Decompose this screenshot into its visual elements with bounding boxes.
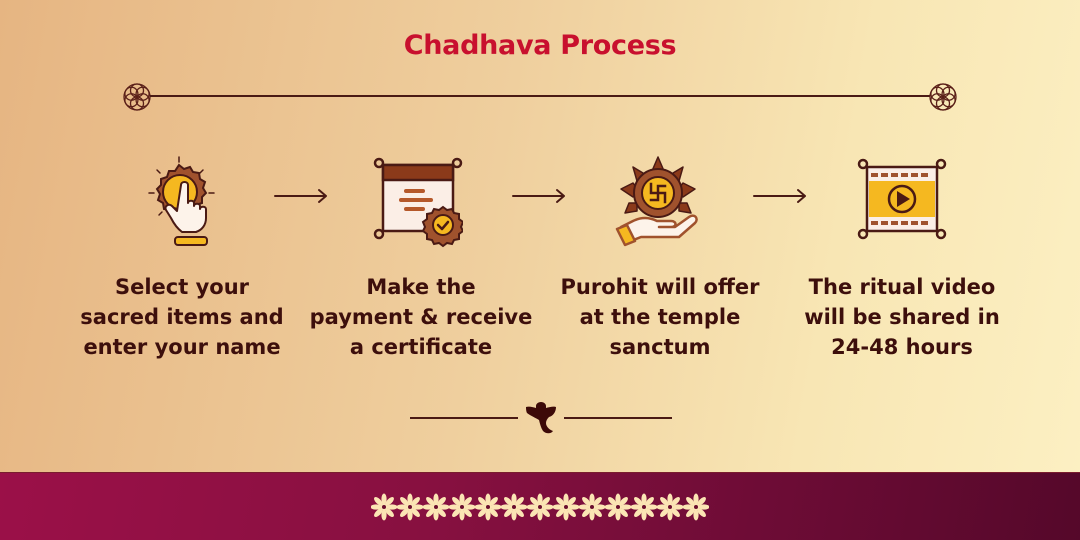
- divider-line: [410, 417, 518, 419]
- video-film-icon: [857, 158, 947, 240]
- arrow-right-icon: [512, 189, 565, 203]
- flower-icon: [683, 493, 709, 521]
- flower-icon: [553, 493, 579, 521]
- step-1-line-2: sacred items and: [80, 305, 284, 329]
- step-2-line-1: Make the: [366, 275, 476, 299]
- flower-garland: [371, 492, 709, 522]
- flower-icon: [371, 493, 397, 521]
- step-1-line-1: Select your: [114, 275, 250, 299]
- step-4-line-1: The ritual video: [808, 275, 996, 299]
- page-title: Chadhava Process: [403, 30, 677, 61]
- arrow-right-icon: [753, 189, 806, 203]
- step-4-text: The ritual video will be shared in 24-48…: [782, 272, 1022, 362]
- certificate-icon: [373, 157, 463, 248]
- step-3-line-2: at the temple: [579, 305, 741, 329]
- bottom-divider: [410, 400, 672, 436]
- step-1-text: Select your sacred items and enter your …: [62, 272, 302, 362]
- flower-icon: [397, 493, 423, 521]
- step-2-text: Make the payment & receive a certificate: [301, 272, 541, 362]
- flower-icon: [423, 493, 449, 521]
- step-4-line-3: 24-48 hours: [831, 335, 973, 359]
- step-3-line-3: sanctum: [609, 335, 711, 359]
- ganesha-icon: [526, 402, 556, 434]
- rosette-icon: [123, 83, 151, 111]
- offering-hand-icon: [615, 156, 698, 247]
- step-1-line-3: enter your name: [83, 335, 281, 359]
- step-3-text: Purohit will offer at the temple sanctum: [540, 272, 780, 362]
- divider-line: [564, 417, 672, 419]
- flower-icon: [631, 493, 657, 521]
- flower-icon: [449, 493, 475, 521]
- step-2-line-3: a certificate: [349, 335, 493, 359]
- step-4-line-2: will be shared in: [804, 305, 1000, 329]
- flower-icon: [527, 493, 553, 521]
- hand-tap-icon: [148, 156, 215, 246]
- footer-band: [0, 472, 1080, 540]
- arrow-right-icon: [274, 189, 327, 203]
- divider-line: [150, 95, 930, 97]
- flower-icon: [475, 493, 501, 521]
- flower-icon: [501, 493, 527, 521]
- flower-icon: [579, 493, 605, 521]
- step-2-line-2: payment & receive: [309, 305, 533, 329]
- rosette-icon: [929, 83, 957, 111]
- flower-icon: [657, 493, 683, 521]
- top-divider: [122, 82, 958, 111]
- flower-icon: [605, 493, 631, 521]
- step-3-line-1: Purohit will offer: [560, 275, 760, 299]
